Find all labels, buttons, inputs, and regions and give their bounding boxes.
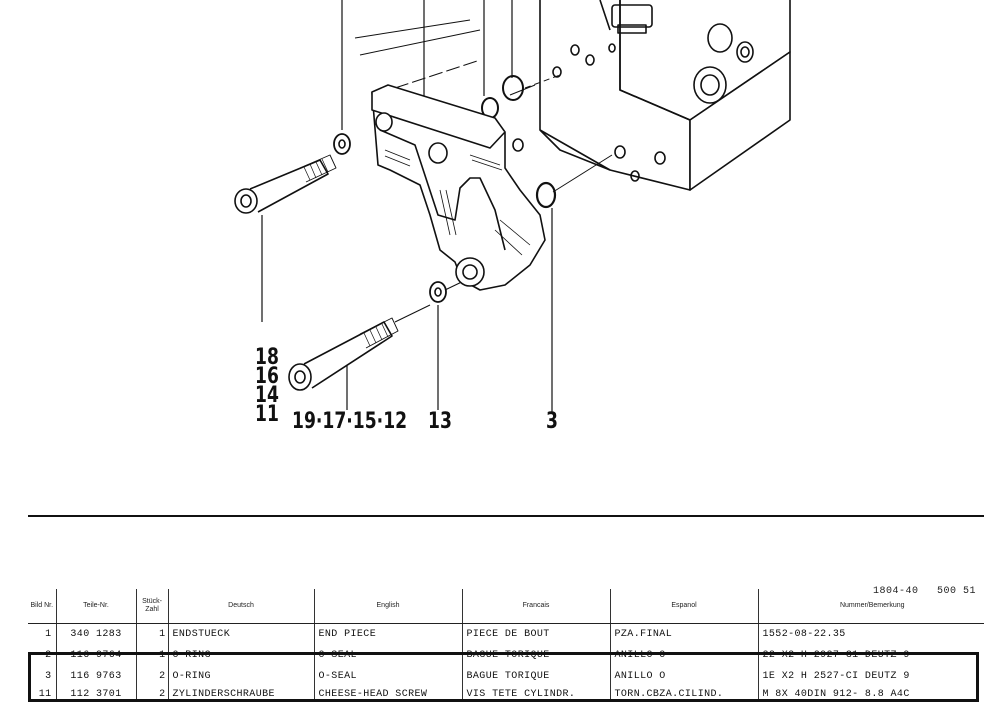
cell-pos: 2 — [45, 650, 52, 661]
cell-note: 1E X2 H 2527-CI DEUTZ 9 — [757, 666, 984, 687]
callout-16: 16 — [255, 364, 279, 389]
valve-block — [539, 0, 791, 191]
washer-upper — [333, 133, 351, 155]
cell-note: 22 X2 H 2927-G1 DEUTZ 9 — [757, 645, 984, 666]
table-row: 1 340 1283 1 ENDSTUECK END PIECE PIECE D… — [28, 623, 984, 645]
header-qty: Stück-Zahl — [135, 589, 168, 624]
header-german: Deutsch — [167, 589, 314, 624]
callout-18: 18 — [255, 345, 279, 370]
o-ring-2 — [502, 75, 524, 101]
cell-part-no: 116 9764 — [55, 645, 136, 666]
cell-english: O-SEAL — [313, 666, 462, 687]
cell-part-no: 116 9763 — [55, 666, 136, 687]
screw-lower — [288, 317, 399, 391]
cell-german: O-RING — [167, 645, 314, 666]
callout-o-ring: 3 — [546, 409, 558, 434]
end-piece — [371, 84, 546, 291]
cell-qty: 1 — [135, 645, 168, 666]
cell-qty: 1 — [135, 623, 168, 645]
cell-qty: 2 — [135, 666, 168, 687]
cell-spanish: ANILLO O — [609, 645, 758, 666]
header-note: Nummer/Bemerkung — [757, 589, 984, 624]
callout-washer: 13 — [428, 409, 452, 434]
header-french: Francais — [461, 589, 610, 624]
cell-pos: 11 — [38, 689, 52, 700]
cell-german: ZYLINDERSCHRAUBE — [167, 687, 314, 701]
cell-qty: 2 — [135, 687, 168, 701]
header-pos: Bild Nr. — [28, 589, 56, 624]
table-row: 3 116 9763 2 O-RING O-SEAL BAGUE TORIQUE… — [28, 666, 984, 687]
cell-part-no: 340 1283 — [55, 623, 136, 645]
header-english: English — [313, 589, 462, 624]
cell-spanish: ANILLO O — [609, 666, 758, 687]
washer-lower — [429, 281, 447, 303]
cell-spanish: TORN.CBZA.CILIND. — [609, 687, 758, 701]
cell-pos: 1 — [45, 629, 52, 640]
header-part-no: Teile-Nr. — [55, 589, 136, 624]
callout-screw-group: 19·17·15·12 — [292, 409, 408, 434]
cell-french: BAGUE TORIQUE — [461, 645, 610, 666]
cell-note: 1552-08-22.35 — [757, 623, 984, 645]
cell-french: PIECE DE BOUT — [461, 623, 610, 645]
o-ring-3 — [535, 181, 557, 209]
exploded-view-drawing — [234, 0, 791, 412]
table-header-row: Bild Nr. Teile-Nr. Stück-Zahl Deutsch En… — [28, 589, 984, 624]
table-row: 2 116 9764 1 O-RING O-SEAL BAGUE TORIQUE… — [28, 645, 984, 666]
cell-french: BAGUE TORIQUE — [461, 666, 610, 687]
section-divider — [28, 515, 984, 517]
cell-german: ENDSTUECK — [167, 623, 314, 645]
callout-stack: 18 16 14 11 — [255, 345, 279, 427]
cell-french: VIS TETE CYLINDR. — [461, 687, 610, 701]
cell-english: END PIECE — [313, 623, 462, 645]
cell-part-no: 112 3701 — [55, 687, 136, 701]
cell-german: O-RING — [167, 666, 314, 687]
callout-11: 11 — [255, 402, 279, 427]
parts-table: Bild Nr. Teile-Nr. Stück-Zahl Deutsch En… — [28, 589, 984, 701]
callout-14: 14 — [255, 383, 279, 408]
cell-spanish: PZA.FINAL — [609, 623, 758, 645]
cell-english: O-SEAL — [313, 645, 462, 666]
screw-upper — [234, 154, 337, 214]
header-spanish: Espanol — [609, 589, 758, 624]
cell-english: CHEESE-HEAD SCREW — [313, 687, 462, 701]
cell-note: M 8X 40DIN 912- 8.8 A4C — [757, 687, 984, 701]
table-row: 11 112 3701 2 ZYLINDERSCHRAUBE CHEESE-HE… — [28, 687, 984, 701]
cell-pos: 3 — [45, 671, 52, 682]
